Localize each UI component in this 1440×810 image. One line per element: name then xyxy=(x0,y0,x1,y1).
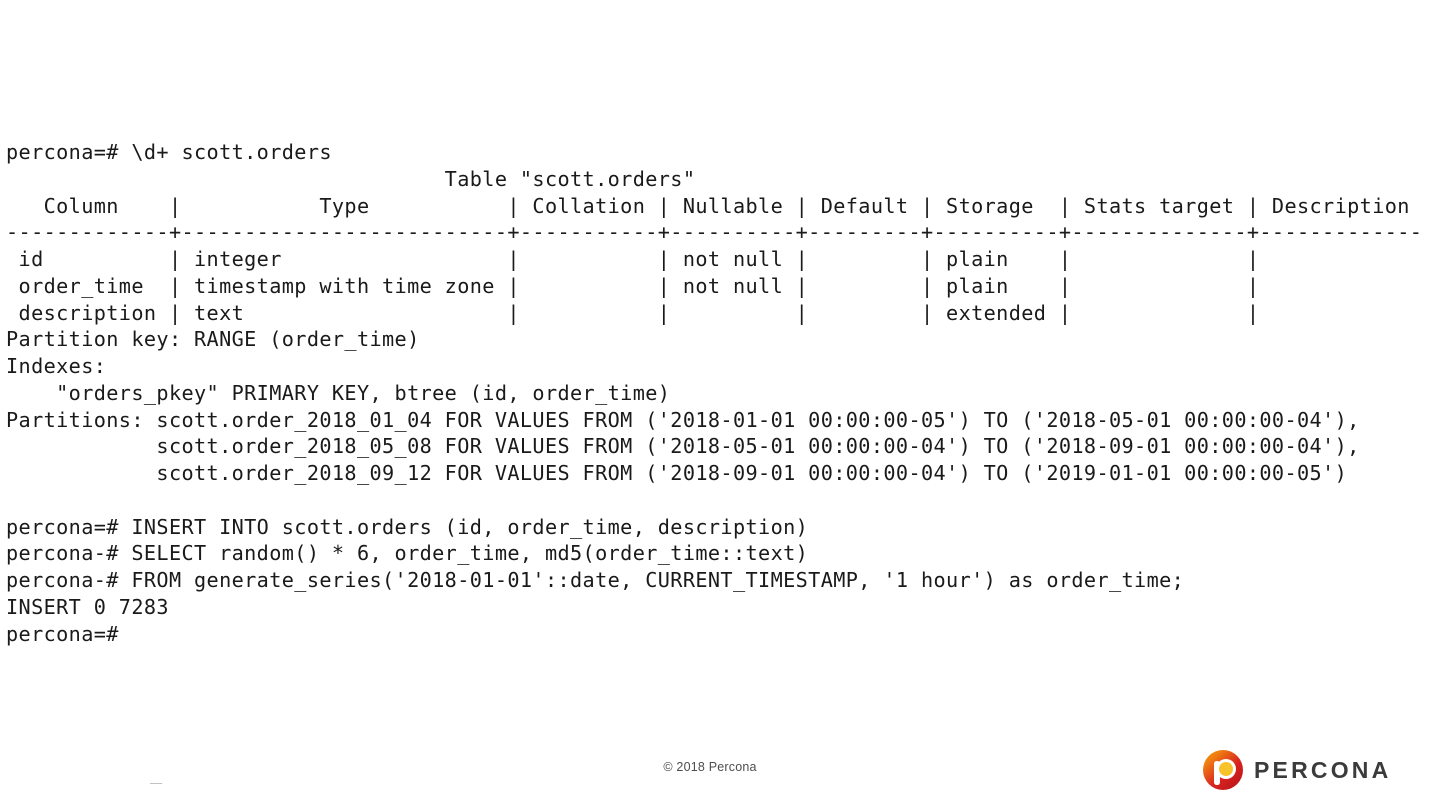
terminal-transcript: percona=# \d+ scott.orders Table "scott.… xyxy=(6,140,1423,646)
terminal-cursor: _ xyxy=(150,760,163,784)
percona-mark-icon xyxy=(1203,750,1243,790)
footer-copyright: © 2018 Percona xyxy=(663,760,757,774)
percona-wordmark: PERCONA xyxy=(1254,756,1392,783)
percona-p-dot xyxy=(1218,761,1233,776)
terminal-output: percona=# \d+ scott.orders Table "scott.… xyxy=(6,139,1440,784)
percona-logo: PERCONA xyxy=(1203,750,1391,790)
